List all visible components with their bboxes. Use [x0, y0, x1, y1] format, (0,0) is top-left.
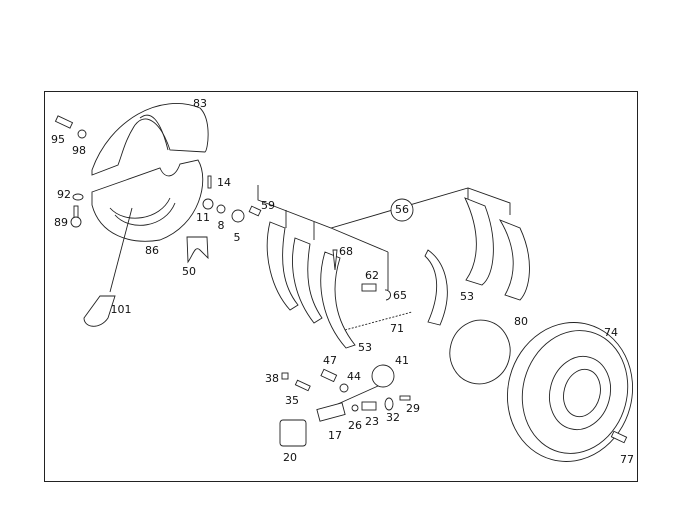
part-74-brake-drum [506, 322, 634, 462]
label-5: 5 [234, 231, 241, 244]
label-26: 26 [348, 419, 362, 432]
diagram-frame [44, 91, 638, 482]
label-101: 101 [111, 303, 132, 316]
part-92-washer [72, 193, 84, 201]
part-80-seal-ring [449, 319, 511, 385]
part-35-bleeder [294, 379, 311, 392]
part-29-screw [399, 395, 411, 401]
part-32-boot [384, 397, 394, 411]
dust-shield-upper [91, 103, 209, 176]
label-86: 86 [145, 244, 159, 257]
part-71-spring [344, 311, 413, 331]
label-77: 77 [620, 453, 634, 466]
label-62: 62 [365, 269, 379, 282]
part-98-washer [77, 129, 87, 139]
part-77-bolt [610, 430, 628, 444]
label-14: 14 [217, 176, 231, 189]
label-38: 38 [265, 372, 279, 385]
part-38-cap [281, 372, 289, 380]
label-68: 68 [339, 245, 353, 258]
label-29: 29 [406, 402, 420, 415]
brake-shoes-right [464, 197, 530, 301]
label-89: 89 [54, 216, 68, 229]
part-95-bolt [54, 115, 74, 129]
label-95: 95 [51, 133, 65, 146]
label-59: 59 [261, 199, 275, 212]
part-26-seal [351, 404, 359, 412]
part-44-cap [339, 383, 349, 393]
label-32: 32 [386, 411, 400, 424]
part-11-nut [202, 198, 214, 210]
label-50: 50 [182, 265, 196, 278]
part-23-piston [361, 401, 377, 411]
part-101-grommet [83, 295, 116, 327]
label-56: 56 [395, 203, 409, 216]
part-17-wheel-cylinder [316, 402, 346, 422]
label-44: 44 [347, 370, 361, 383]
part-50-clip [186, 236, 209, 264]
label-8: 8 [218, 219, 225, 232]
part-62-pin [361, 283, 377, 292]
label-41: 41 [395, 354, 409, 367]
label-74: 74 [604, 326, 618, 339]
part-5-cam [231, 209, 245, 223]
dust-shield-lower [91, 159, 204, 242]
part-68-pin [332, 249, 338, 271]
label-23: 23 [365, 415, 379, 428]
label-83: 83 [193, 97, 207, 110]
label-17: 17 [328, 429, 342, 442]
label-53-lower: 53 [358, 341, 372, 354]
label-20: 20 [283, 451, 297, 464]
label-65: 65 [393, 289, 407, 302]
brake-shoes-left [266, 221, 356, 349]
part-59-pin [248, 205, 262, 217]
kit-56-bracket [257, 185, 511, 290]
part-47-bolt [320, 368, 338, 383]
label-80: 80 [514, 315, 528, 328]
label-98: 98 [72, 144, 86, 157]
part-41-tool-circle [371, 364, 395, 388]
part-53-shoe-upper [424, 249, 448, 326]
label-71: 71 [390, 322, 404, 335]
part-89-bolt [70, 205, 82, 228]
part-14-pin [207, 175, 212, 189]
label-47: 47 [323, 354, 337, 367]
label-11: 11 [196, 211, 210, 224]
label-53-upper: 53 [460, 290, 474, 303]
part-8-washer [216, 204, 226, 214]
label-35: 35 [285, 394, 299, 407]
part-20-wheel-cylinder [279, 419, 307, 447]
label-92: 92 [57, 188, 71, 201]
part-65-clip [384, 289, 391, 301]
